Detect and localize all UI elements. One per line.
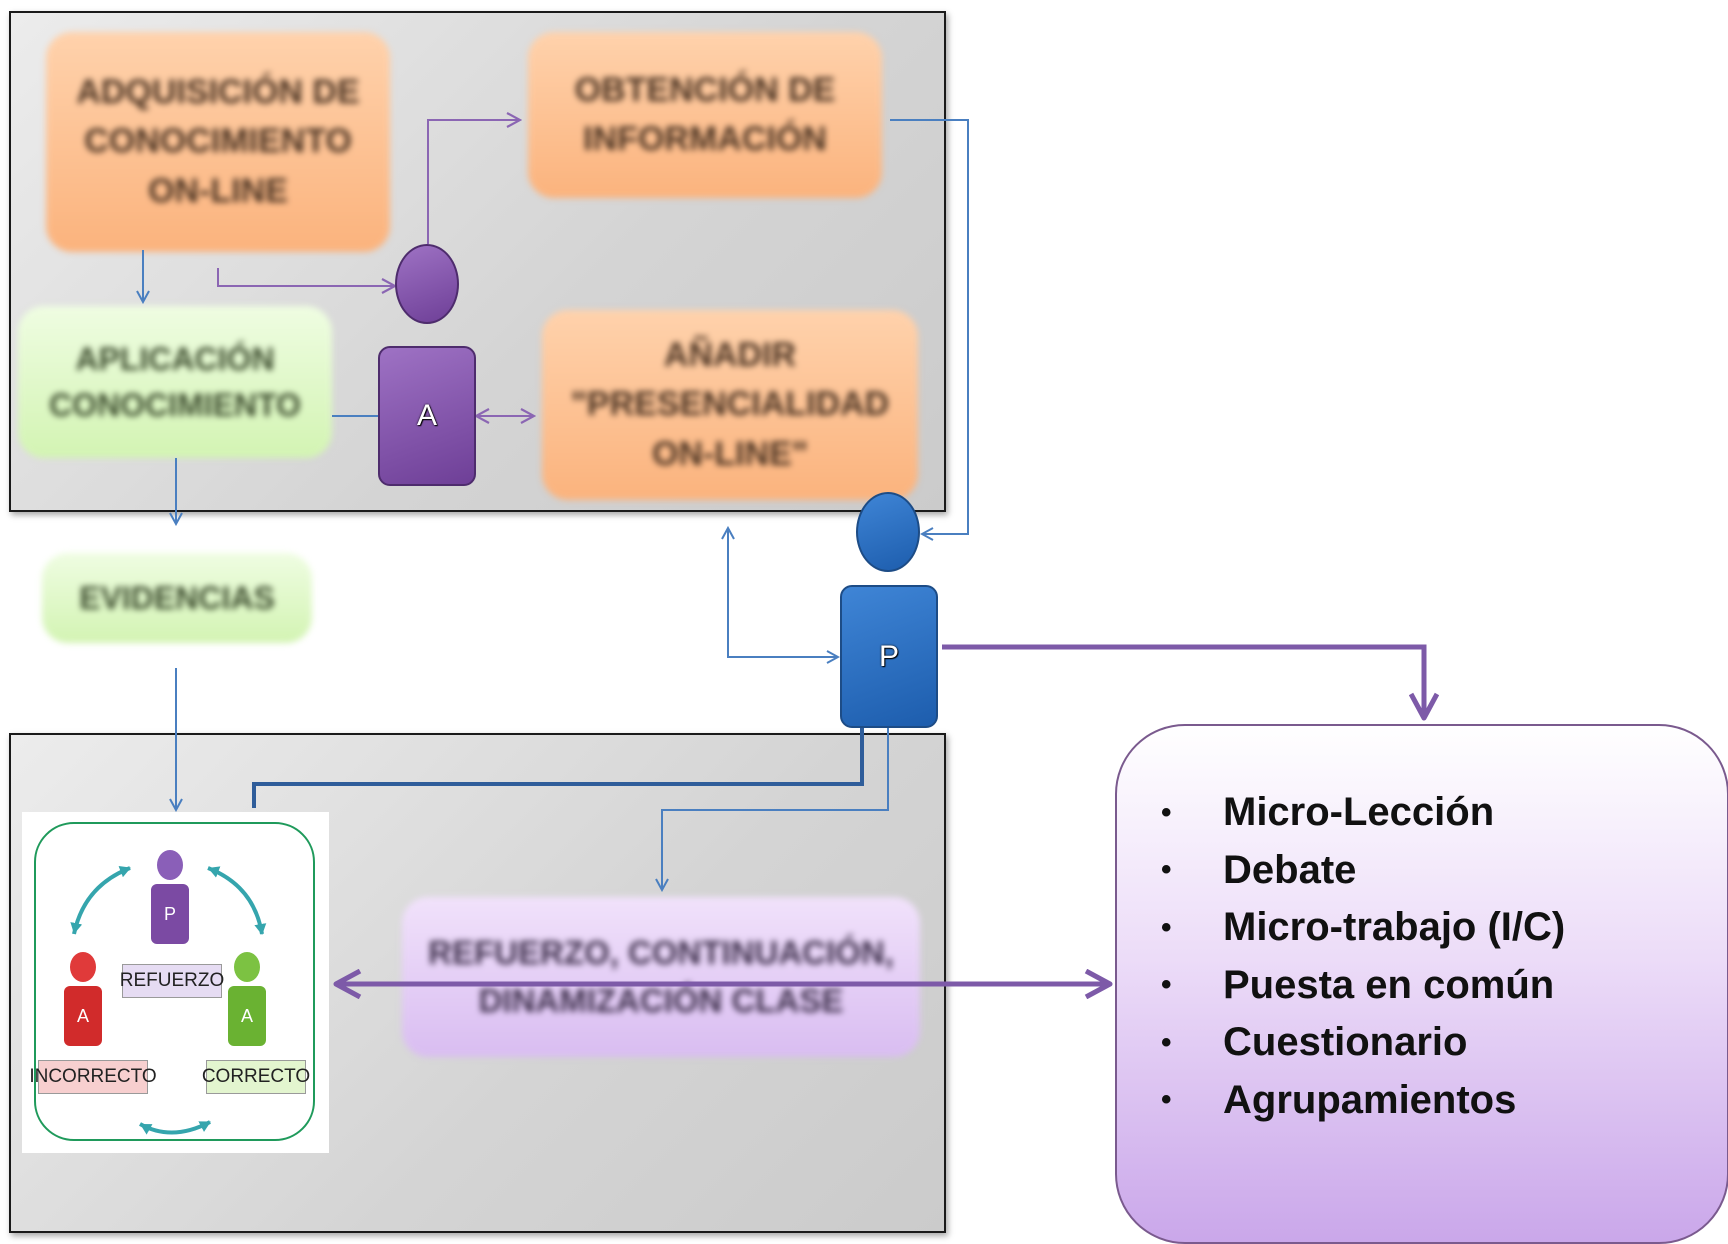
bullet-icon: • (1161, 1025, 1172, 1059)
mini-teacher-head-icon (157, 850, 183, 880)
activity-item: • Micro-trabajo (I/C) (1161, 899, 1565, 957)
activity-label: Puesta en común (1223, 962, 1555, 1007)
anadir-presencialidad-box: AÑADIR "PRESENCIALIDAD ON-LINE" (542, 310, 918, 500)
mini-student-wrong-figure: A (64, 986, 102, 1046)
refuerzo-label: REFUERZO (120, 964, 224, 998)
incorrecto-label: INCORRECTO (29, 1060, 157, 1094)
activity-label: Micro-trabajo (I/C) (1223, 905, 1566, 950)
bullet-icon: • (1161, 853, 1172, 887)
arrow-teacher-to-refuerzo (662, 728, 889, 890)
teacher-head-icon (856, 492, 920, 572)
mini-student-wrong-label: A (76, 1005, 89, 1026)
obtencion-informacion-box: OBTENCIÓN DE INFORMACIÓN (528, 32, 882, 198)
bullet-icon: • (1161, 795, 1172, 829)
arrow-teacher-to-activities (942, 644, 1424, 718)
cycle-arrows (70, 866, 267, 1135)
adquisicion-conocimiento-box: ADQUISICIÓN DE CONOCIMIENTO ON-LINE (46, 32, 390, 252)
mini-student-wrong-head-icon (70, 952, 96, 982)
activity-item: • Puesta en común (1161, 957, 1565, 1015)
activity-label: Cuestionario (1223, 1020, 1468, 1065)
arrow-to-obtencion (427, 120, 520, 244)
activity-label: Micro-Lección (1223, 790, 1495, 835)
mini-student-right-label: A (240, 1005, 253, 1026)
arrow-adquisicion-to-student (217, 268, 395, 286)
activity-label: Agrupamientos (1223, 1077, 1517, 1122)
mini-teacher-figure: P (151, 884, 189, 944)
evidencias-box: EVIDENCIAS (42, 553, 312, 643)
cycle-arrow-left-icon (70, 866, 131, 935)
correcto-label: CORRECTO (202, 1060, 310, 1094)
cycle-arrow-bottom-icon (139, 1120, 211, 1135)
activity-item: • Micro-Lección (1161, 784, 1565, 842)
student-figure: A (378, 346, 476, 486)
bullet-icon: • (1161, 968, 1172, 1002)
feedback-cycle-image: P REFUERZO A INCORRECTO A CORRECTO (22, 812, 329, 1153)
mini-teacher-label: P (163, 903, 176, 924)
activity-item: • Agrupamientos (1161, 1072, 1565, 1130)
mini-student-right-head-icon (234, 952, 260, 982)
mini-student-right-figure: A (228, 986, 266, 1046)
activity-item: • Debate (1161, 842, 1565, 900)
teacher-label: P (878, 639, 899, 673)
arrow-obtencion-to-teacher (890, 119, 969, 534)
arrow-teacher-to-panel (728, 528, 838, 658)
activity-label: Debate (1223, 847, 1357, 892)
activities-list: • Micro-Lección • Debate • Micro-trabajo (I… (1161, 784, 1565, 1129)
line-teacher-to-inset (252, 728, 864, 808)
teacher-figure: P (840, 585, 938, 728)
aplicacion-conocimiento-box: APLICACIÓN CONOCIMIENTO (18, 306, 332, 458)
student-head-icon (395, 244, 459, 324)
bullet-icon: • (1161, 1083, 1172, 1117)
bullet-icon: • (1161, 910, 1172, 944)
activities-callout: • Micro-Lección • Debate • Micro-trabajo (I… (1115, 724, 1728, 1244)
cycle-arrow-right-icon (207, 866, 267, 935)
student-label: A (416, 399, 437, 432)
feedback-cycle-frame (34, 822, 315, 1141)
activity-item: • Cuestionario (1161, 1014, 1565, 1072)
